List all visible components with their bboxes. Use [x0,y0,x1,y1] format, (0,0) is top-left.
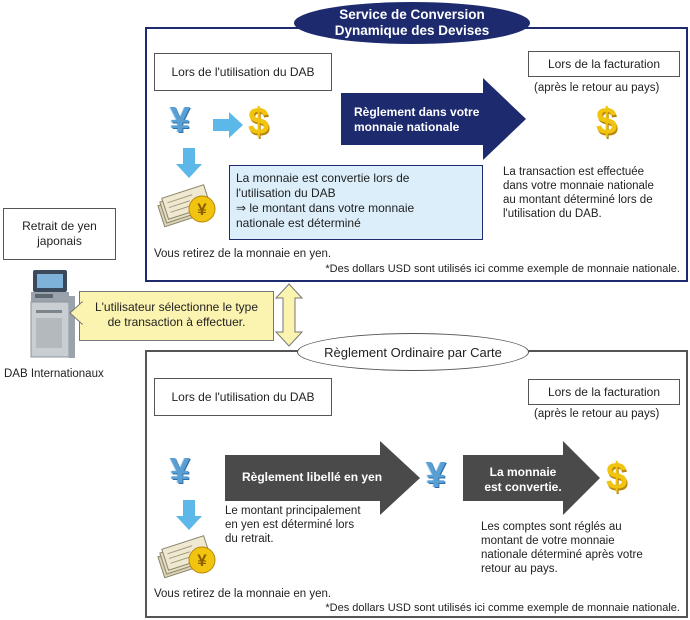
ord-accounts-text: Les comptes sont réglés au montant de vo… [481,521,643,575]
arrow-right-icon [213,112,243,138]
callout-line1: La monnaie est convertie lors de [236,171,410,185]
callout-line3: ⇒ le montant dans votre monnaie [236,201,415,215]
arrow-down-icon [176,500,202,530]
yen-icon: ¥ [170,99,191,140]
double-arrow-icon [274,283,304,347]
transaction-select-box: L'utilisateur sélectionne le type de tra… [79,291,274,341]
ord-billing-label: Lors de la facturation [528,379,680,405]
dcc-withdraw-text: Vous retirez de la monnaie en yen. [154,248,332,260]
ord-principal-text: Le montant principalement en yen est dét… [225,505,361,545]
dcc-title-line1: Service de Conversion [339,7,485,22]
dcc-settlement-arrow-label: Règlement dans votre monnaie nationale [354,105,480,134]
dcc-conversion-callout: La monnaie est convertie lors de l'utili… [229,165,483,240]
dcc-billing-desc: La transaction est effectuée dans votre … [503,166,654,220]
ord-withdraw-text: Vous retirez de la monnaie en yen. [154,588,332,600]
yen-withdrawal-box: Retrait de yen japonais [3,208,116,260]
ord-note: *Des dollars USD sont utilisés ici comme… [325,602,680,614]
yen-icon: ¥ [426,454,447,495]
dcc-atm-use-label: Lors de l'utilisation du DAB [154,53,332,91]
dcc-settlement-arrow [341,78,526,160]
svg-text:¥: ¥ [197,551,207,570]
dollar-icon: $ [596,101,618,143]
atm-machine-icon [30,270,75,358]
dcc-billing-sub: (après le retour au pays) [534,82,660,94]
ordinary-title-badge: Règlement Ordinaire par Carte [297,333,529,371]
dollar-icon: $ [606,456,628,498]
svg-text:¥: ¥ [197,200,207,219]
dcc-billing-label: Lors de la facturation [528,51,680,77]
dcc-title-line2: Dynamique des Devises [334,23,490,38]
ord-yen-settlement-arrow [225,441,420,515]
dcc-title-badge: Service de Conversion Dynamique des Devi… [294,2,530,44]
callout-line4: nationale est déterminé [236,216,361,230]
dcc-note: *Des dollars USD sont utilisés ici comme… [325,263,680,275]
yen-icon: ¥ [170,450,191,491]
ord-yen-settlement-arrow-label: Règlement libellé en yen [242,470,383,484]
callout-pointer [69,300,83,326]
callout-line2: l'utilisation du DAB [236,186,336,200]
yen-banknotes-icon: ¥ [157,184,216,228]
dollar-icon: $ [248,101,270,143]
arrow-down-icon [176,148,202,178]
atm-caption: DAB Internationaux [4,368,104,380]
ord-billing-sub: (après le retour au pays) [534,408,660,420]
ord-atm-use-label: Lors de l'utilisation du DAB [154,378,332,416]
ord-conversion-arrow-label: La monnaie est convertie. [484,465,562,494]
ord-conversion-arrow [463,441,600,515]
yen-banknotes-icon: ¥ [157,535,216,579]
